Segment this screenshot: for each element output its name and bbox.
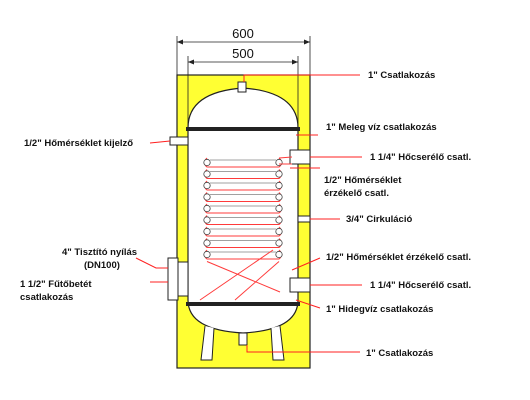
coil-tube-end — [275, 181, 283, 190]
coil-tube-end — [203, 239, 211, 247]
label-temp-sensor-upper-line2: érzékelő csatl. — [324, 188, 389, 199]
leader-temp-sensor-lower — [291, 257, 321, 271]
dimension-500: 500 — [187, 46, 299, 128]
coil-tube-end — [275, 158, 283, 167]
heat-exchanger-coil — [199, 156, 293, 301]
bottom-connection-pipe — [238, 332, 248, 346]
coil-tube-end — [203, 181, 211, 190]
label-hx-lower: 1 1/4" Hőcserélő csatl. — [370, 280, 471, 291]
top-connection-pipe — [237, 81, 247, 93]
hx-conn-upper-fitting — [289, 149, 311, 165]
label-heating-element-line1: 1 1/2" Fűtőbetét — [20, 279, 92, 290]
coil-tube-end — [275, 193, 283, 201]
label-top-connection: 1" Csatlakozás — [368, 70, 435, 81]
coil-tube-end — [203, 193, 211, 201]
coil-tube-end — [203, 216, 211, 224]
coil-tube-end — [203, 170, 211, 178]
circulation-fitting — [297, 215, 311, 223]
cleaning-opening-flange — [167, 257, 179, 301]
label-cleaning-line2: (DN100) — [84, 260, 120, 271]
coil-inlet-pipe — [278, 156, 293, 165]
label-bottom-connection: 1" Csatlakozás — [366, 348, 433, 359]
label-hot-water: 1" Meleg víz csatlakozás — [326, 122, 437, 133]
leader-cold-water — [295, 299, 321, 309]
label-temp-indicator: 1/2" Hőmérséklet kijelző — [24, 138, 133, 149]
leader-temp-indicator — [149, 140, 171, 144]
label-hx-upper: 1 1/4" Hőcserélő csatl. — [370, 152, 471, 163]
coil-tube-end — [203, 250, 211, 259]
leader-top-connection — [243, 74, 360, 82]
leader-bottom-connection — [246, 345, 360, 353]
cleaning-opening-plate — [177, 261, 189, 297]
tank-leg-left — [200, 325, 215, 361]
coil-tube-end — [275, 204, 283, 213]
dimension-600-label: 600 — [232, 26, 254, 41]
coil-tube-end — [203, 158, 211, 167]
label-temp-sensor-upper-line1: 1/2" Hőmérséklet — [324, 175, 402, 186]
hx-conn-lower-fitting — [289, 277, 311, 293]
lower-flange — [186, 302, 300, 306]
coil-tube-end — [275, 227, 283, 236]
dimension-500-label: 500 — [232, 46, 254, 61]
label-cold-water: 1" Hidegvíz csatlakozás — [326, 304, 433, 315]
coil-tube-end — [203, 227, 211, 236]
coil-return-pipe — [199, 249, 274, 301]
leader-cleaning — [135, 257, 168, 269]
coil-tube-end — [203, 204, 211, 213]
label-temp-sensor-lower: 1/2" Hőmérséklet érzékelő csatl. — [326, 252, 471, 263]
coil-tube-end — [275, 250, 283, 259]
label-heating-element-line2: csatlakozás — [20, 292, 73, 303]
temp-indicator-fitting — [169, 136, 189, 146]
coil-tube-end — [275, 239, 283, 247]
label-circulation: 3/4" Cirkuláció — [346, 214, 412, 225]
coil-return-pipe — [234, 261, 280, 301]
label-cleaning-line1: 4" Tisztító nyílás — [62, 247, 137, 258]
coil-tube-end — [275, 216, 283, 224]
upper-flange — [186, 127, 300, 131]
coil-return-pipe — [206, 261, 281, 293]
leader-lines — [135, 74, 362, 353]
coil-tube-end — [275, 170, 283, 178]
dimension-600: 600 — [176, 26, 311, 76]
